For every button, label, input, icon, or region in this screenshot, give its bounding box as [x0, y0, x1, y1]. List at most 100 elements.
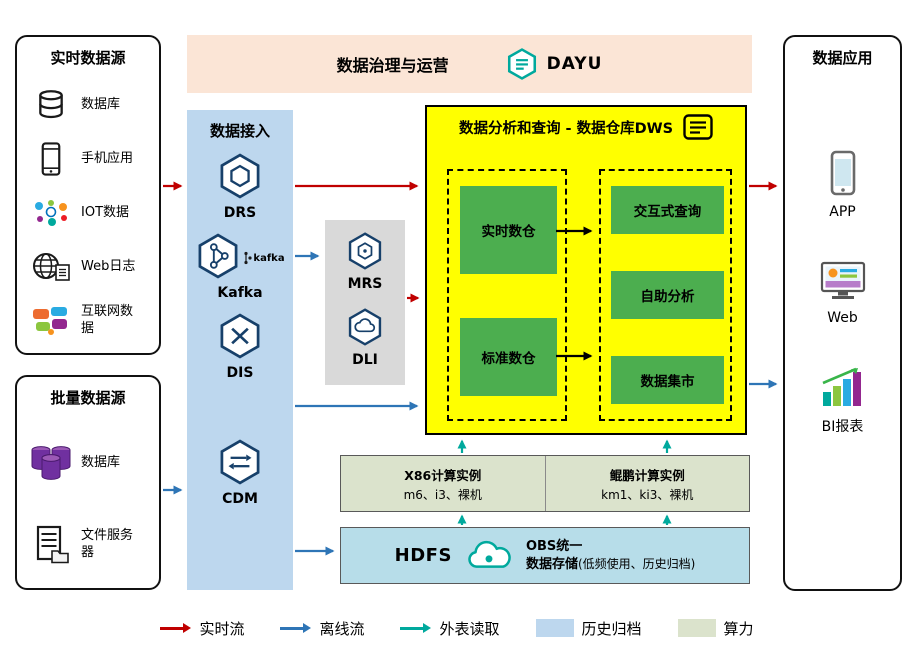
source-item-internet: 互联网数据	[25, 294, 151, 348]
legend-item-offline-flow: 离线流	[280, 618, 364, 639]
module-label: 实时数仓	[481, 224, 536, 240]
legend-item-realtime-flow: 实时流	[160, 618, 244, 639]
legend-label: 实时流	[199, 619, 245, 638]
compute-power-swatch	[677, 619, 716, 637]
obs-line1: OBS统一	[525, 538, 583, 554]
service-item-dli: DLI	[346, 308, 384, 368]
file-server-icon	[29, 525, 73, 565]
web-log-icon	[29, 251, 73, 283]
access-item-drs: DRS	[217, 153, 263, 221]
dayu-logo-text: DAYU	[546, 54, 603, 74]
dws-title: 数据分析和查询 - 数据仓库DWS	[458, 120, 674, 137]
module-label: 交互式查询	[633, 204, 702, 220]
batch-sources-title: 批量数据源	[50, 389, 126, 407]
database-icon	[29, 88, 73, 122]
realtime-sources-title: 实时数据源	[50, 49, 126, 67]
module-interactive-query: 交互式查询	[611, 186, 724, 234]
data-applications-box: 数据应用 APP	[783, 35, 902, 591]
data-access-column: 数据接入 DRS	[187, 110, 293, 590]
app-item-web: Web	[793, 260, 892, 326]
source-item-label: IOT数据	[81, 204, 130, 220]
cdm-hexagon-icon	[217, 439, 263, 489]
realtime-sources-list: 数据库 手机应用	[25, 78, 151, 348]
obs-line2: 数据存储(低频使用、历史归档)	[526, 556, 695, 574]
analytics-services-box: MRS DLI	[325, 220, 405, 385]
internet-data-icon	[29, 306, 73, 336]
x86-compute-title: X86计算实例	[404, 467, 482, 483]
obs-cloud-icon	[468, 540, 511, 568]
hdfs-label: HDFS	[394, 545, 452, 566]
source-item-mobile: 手机应用	[25, 132, 151, 186]
source-item-weblog: Web日志	[25, 240, 151, 294]
dws-header: 数据分析和查询 - 数据仓库DWS	[427, 114, 745, 140]
batch-sources-list: 数据库 文件服务器	[25, 418, 151, 582]
source-item-label: 数据库	[81, 454, 121, 470]
kunpeng-compute: 鲲鹏计算实例 km1、ki3、裸机	[546, 456, 750, 511]
foreign-table-read-arrow-icon	[400, 623, 432, 633]
dws-ledger-icon	[683, 114, 713, 140]
data-access-title: 数据接入	[209, 122, 270, 140]
iot-icon	[29, 198, 73, 228]
history-archive-swatch	[535, 619, 574, 637]
source-item-database: 数据库	[25, 78, 151, 132]
kafka-logo-text: kafka	[253, 252, 285, 264]
app-item-label: Web	[827, 310, 858, 326]
legend-item-history-archive: 历史归档	[535, 618, 642, 639]
source-item-label: 手机应用	[81, 150, 134, 166]
compute-instances-box: X86计算实例 m6、i3、裸机 鲲鹏计算实例 km1、ki3、裸机	[340, 455, 750, 512]
kafka-icon-row: kafka	[195, 233, 285, 283]
storage-box: HDFS OBS统一 数据存储(低频使用、历史归档)	[340, 527, 750, 584]
legend-item-compute-power: 算力	[677, 618, 754, 639]
source-item-file-server: 文件服务器	[25, 508, 151, 582]
access-item-label: DRS	[223, 205, 257, 221]
source-item-label: 数据库	[81, 96, 121, 112]
access-item-label: Kafka	[217, 285, 263, 301]
kafka-logo-glyph	[244, 251, 253, 265]
governance-title: 数据治理与运营	[336, 56, 449, 75]
module-standard-warehouse: 标准数仓	[460, 318, 557, 396]
web-monitor-icon	[818, 260, 868, 306]
legend-label: 算力	[723, 619, 754, 638]
service-item-label: DLI	[352, 352, 378, 368]
module-label: 数据集市	[640, 374, 695, 390]
dws-box: 数据分析和查询 - 数据仓库DWS 实时数仓 标准数仓 交互式查询 自助分析	[425, 105, 747, 435]
dli-hexagon-icon	[346, 308, 384, 350]
obs-text-block: OBS统一 数据存储(低频使用、历史归档)	[526, 538, 695, 573]
query-services-group: 交互式查询 自助分析 数据集市	[599, 169, 732, 421]
warehouse-group: 实时数仓 标准数仓	[447, 169, 567, 421]
realtime-sources-box: 实时数据源 数据库 手	[15, 35, 161, 355]
x86-compute-spec: m6、i3、裸机	[403, 487, 482, 502]
kafka-logo: kafka	[243, 251, 285, 265]
module-realtime-warehouse: 实时数仓	[460, 186, 557, 274]
legend-label: 离线流	[319, 619, 365, 638]
access-item-kafka: kafka Kafka	[195, 233, 285, 301]
mrs-hexagon-icon	[346, 232, 384, 274]
governance-banner: 数据治理与运营 DAYU	[187, 35, 752, 93]
dayu-hexagon-icon	[507, 48, 536, 80]
source-item-label: 文件服务器	[81, 528, 134, 560]
kafka-hexagon-icon	[195, 233, 241, 283]
app-item-label: APP	[829, 204, 856, 220]
bi-report-icon	[818, 366, 868, 412]
module-label: 标准数仓	[481, 351, 536, 367]
legend: 实时流 离线流 外表读取 历史归档 算力	[0, 610, 914, 646]
source-item-iot: IOT数据	[25, 186, 151, 240]
module-data-mart: 数据集市	[611, 356, 724, 404]
mobile-app-icon	[29, 141, 73, 177]
access-item-dis: DIS	[217, 313, 263, 381]
obs-note: (低频使用、历史归档)	[577, 556, 696, 571]
legend-label: 历史归档	[581, 619, 642, 638]
offline-flow-arrow-icon	[280, 623, 312, 633]
module-label: 自助分析	[640, 289, 695, 305]
data-applications-title: 数据应用	[812, 49, 873, 67]
source-item-batch-database: 数据库	[25, 426, 151, 500]
database-stack-icon	[29, 443, 73, 483]
legend-label: 外表读取	[439, 619, 500, 638]
dis-hexagon-icon	[217, 313, 263, 363]
app-item-label: BI报表	[821, 419, 864, 435]
kunpeng-compute-spec: km1、ki3、裸机	[601, 487, 694, 502]
drs-hexagon-icon	[217, 153, 263, 203]
access-item-cdm: CDM	[217, 439, 263, 507]
x86-compute: X86计算实例 m6、i3、裸机	[341, 456, 546, 511]
